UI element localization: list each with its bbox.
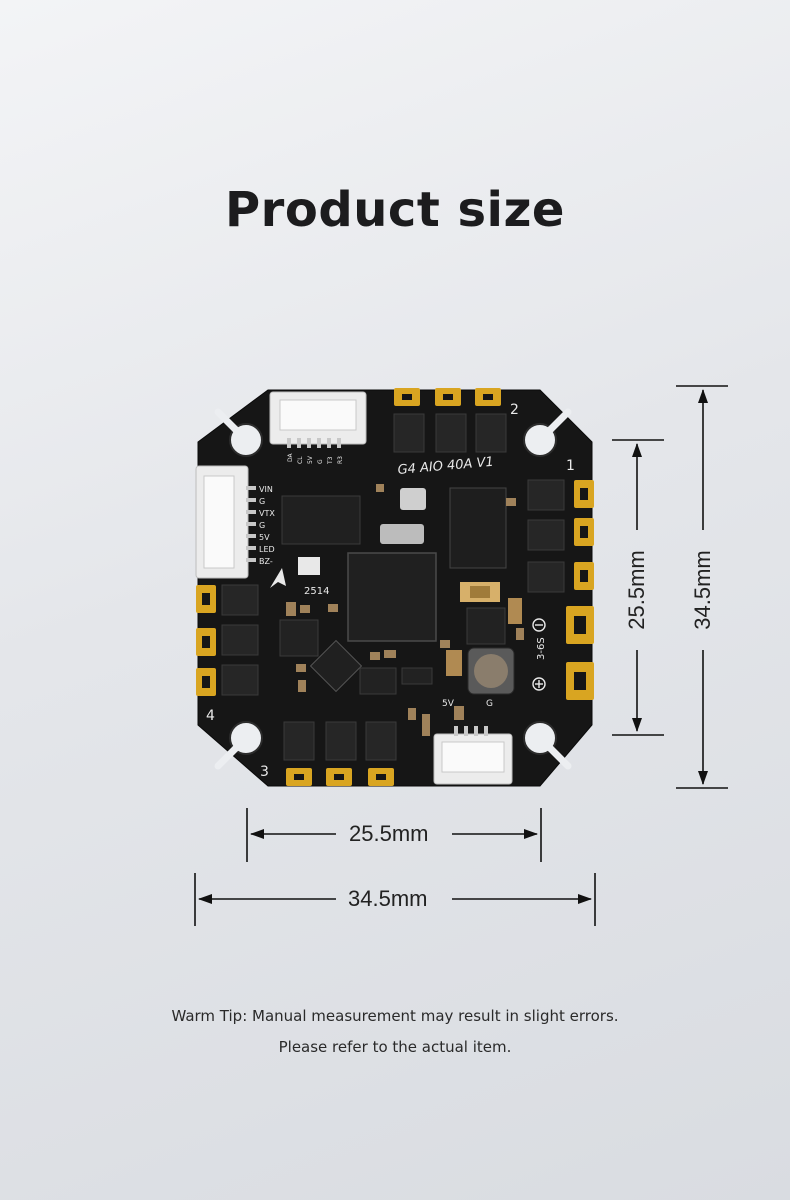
pin-label: DA: [287, 452, 294, 462]
motor-number-label: 2: [510, 402, 519, 418]
chips: [279, 487, 522, 695]
motor-number-label: 1: [566, 458, 575, 474]
warm-tip-subtext: Please refer to the actual item.: [278, 1038, 512, 1056]
arrow-logo: [270, 568, 286, 588]
polarity-marks: [532, 618, 546, 691]
mosfets: [221, 413, 565, 761]
top-pin-labels: DA CL 5V G T3 R3: [287, 452, 344, 465]
left-pin-labels: VIN G VTX G 5V LED BZ-: [259, 485, 275, 566]
pin-label: LED: [259, 545, 275, 554]
pin-label: BZ-: [259, 557, 273, 566]
page-title: Product size: [225, 182, 565, 238]
chip-code-label: 2514: [304, 586, 329, 597]
pin-label: T3: [327, 456, 334, 465]
pin-label: 5V: [307, 455, 314, 464]
warm-tip-text: Warm Tip: Manual measurement may result …: [171, 1007, 619, 1025]
pin-label: G: [259, 497, 265, 506]
outer-width-label: 34.5mm: [348, 886, 428, 911]
dimension-lines: [194, 385, 728, 926]
voltage-label: 3-6S: [536, 637, 547, 660]
motor-number-label: 3: [260, 764, 269, 780]
outer-height-label: 34.5mm: [690, 550, 715, 630]
motor-number-label: 4: [206, 708, 215, 724]
pin-label: R3: [337, 456, 344, 464]
pin-label: G: [317, 459, 324, 464]
pin-label: G: [259, 521, 265, 530]
pin-label: 5V: [442, 699, 455, 709]
pin-label: 5V: [259, 533, 270, 542]
pin-label: G: [486, 699, 493, 709]
passive-components: [286, 484, 524, 736]
pin-label: CL: [297, 456, 304, 464]
inner-width-label: 25.5mm: [349, 821, 429, 846]
pin-label: VTX: [259, 509, 275, 518]
inner-height-label: 25.5mm: [624, 550, 649, 630]
motor-numbers: 1 2 3 4: [206, 402, 575, 780]
pin-label: VIN: [259, 485, 273, 494]
